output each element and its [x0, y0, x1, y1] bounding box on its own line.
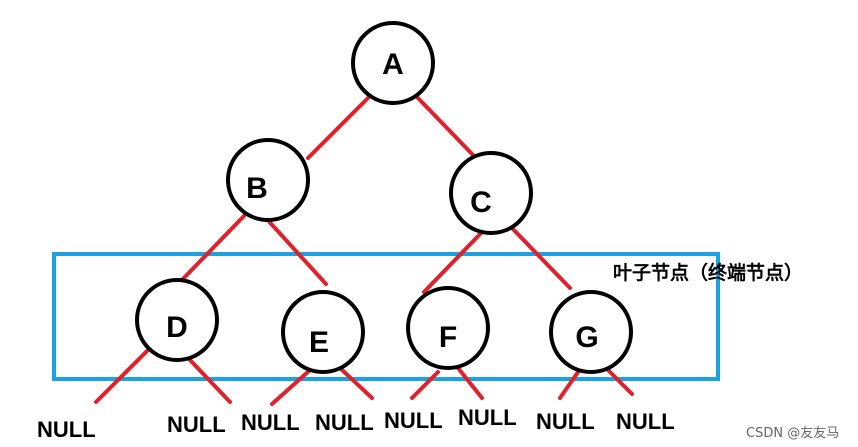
leaf-nodes-highlight-box — [52, 252, 720, 381]
node-a-label: A — [382, 48, 404, 81]
node-e-label: E — [309, 326, 329, 359]
null-label-f-right: NULL — [458, 405, 517, 430]
node-c: C — [449, 151, 533, 235]
null-edge-g-left — [558, 370, 580, 400]
leaf-nodes-caption: 叶子节点（终端节点） — [613, 261, 803, 284]
tree-edges — [94, 94, 634, 406]
node-d-label: D — [166, 311, 188, 344]
node-g-circle — [549, 290, 633, 374]
null-edge-d-left — [94, 348, 150, 404]
null-edge-e-right — [338, 366, 374, 400]
node-a-circle — [351, 21, 435, 105]
edge-c-f — [422, 228, 486, 294]
node-f-label: F — [439, 321, 457, 354]
null-edge-d-right — [188, 358, 232, 404]
edge-b-d — [178, 214, 246, 284]
node-b-label: B — [246, 172, 268, 205]
node-f-circle — [406, 286, 490, 370]
node-e: E — [281, 290, 365, 374]
null-label-e-left: NULL — [241, 410, 300, 435]
node-b: B — [226, 138, 310, 222]
null-edge-f-left — [410, 370, 440, 400]
null-label-d-right: NULL — [167, 412, 226, 437]
null-edge-e-left — [270, 368, 312, 406]
node-c-label: C — [470, 186, 492, 219]
edge-a-b — [306, 96, 370, 160]
edge-a-c — [414, 94, 476, 158]
null-label-g-right: NULL — [616, 409, 675, 434]
node-f: F — [406, 286, 490, 370]
node-e-circle — [281, 290, 365, 374]
node-g: G — [549, 290, 633, 374]
node-c-circle — [449, 151, 533, 235]
node-a: A — [351, 21, 435, 105]
edge-c-g — [508, 224, 572, 290]
node-b-circle — [226, 138, 310, 222]
edge-b-e — [262, 214, 328, 286]
null-label-f-left: NULL — [384, 408, 443, 433]
null-label-g-left: NULL — [536, 409, 595, 434]
watermark: CSDN @友友马 — [746, 425, 839, 441]
null-label-e-right: NULL — [315, 410, 374, 435]
null-labels: NULL NULL NULL NULL NULL NULL NULL NULL — [37, 405, 675, 442]
node-d-circle — [135, 278, 219, 362]
null-label-d-left: NULL — [37, 417, 96, 442]
null-edge-f-right — [456, 366, 484, 400]
node-d: D — [135, 278, 219, 362]
null-edge-g-right — [604, 366, 634, 396]
node-g-label: G — [575, 321, 598, 354]
